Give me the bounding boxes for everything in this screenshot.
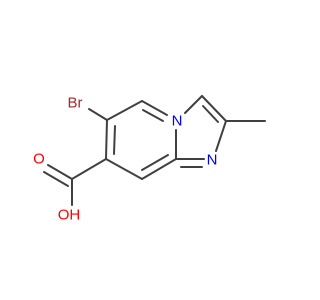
bond-ch-nbridge [141, 100, 168, 116]
bond-c2-n1 [215, 120, 227, 152]
pyridine-ring [105, 100, 177, 180]
atom-o-carbonyl: O [33, 151, 45, 168]
bond-ch-nbridge-inner [142, 109, 164, 122]
bond-c5-cH [106, 100, 143, 121]
molecule-structure: Br N N O OH [33, 95, 266, 224]
bond-c3-c2 [201, 95, 227, 122]
bond-c8a-c8 [141, 158, 177, 180]
atom-n-bridge: N [172, 113, 183, 130]
bond-c3-c2-inner [202, 105, 219, 123]
bond-c5-br [88, 108, 108, 121]
bond-c8-c7 [105, 158, 143, 180]
bond-c-o-double [47, 164, 73, 180]
substituents [43, 108, 108, 206]
bond-c8a-c8-inner [141, 154, 169, 171]
imidazole-ring [175, 95, 266, 168]
bond-c5-c6 [105, 119, 108, 160]
atom-o-hydroxyl: OH [58, 207, 81, 224]
bond-c-o-double-2 [43, 171, 69, 187]
atom-n-ring: N [207, 152, 218, 169]
atom-br: Br [68, 95, 83, 112]
bond-nbridge-c3 [184, 95, 203, 114]
bond-c5-c6-inner [113, 125, 116, 155]
bond-c6-ccooh [71, 158, 107, 180]
